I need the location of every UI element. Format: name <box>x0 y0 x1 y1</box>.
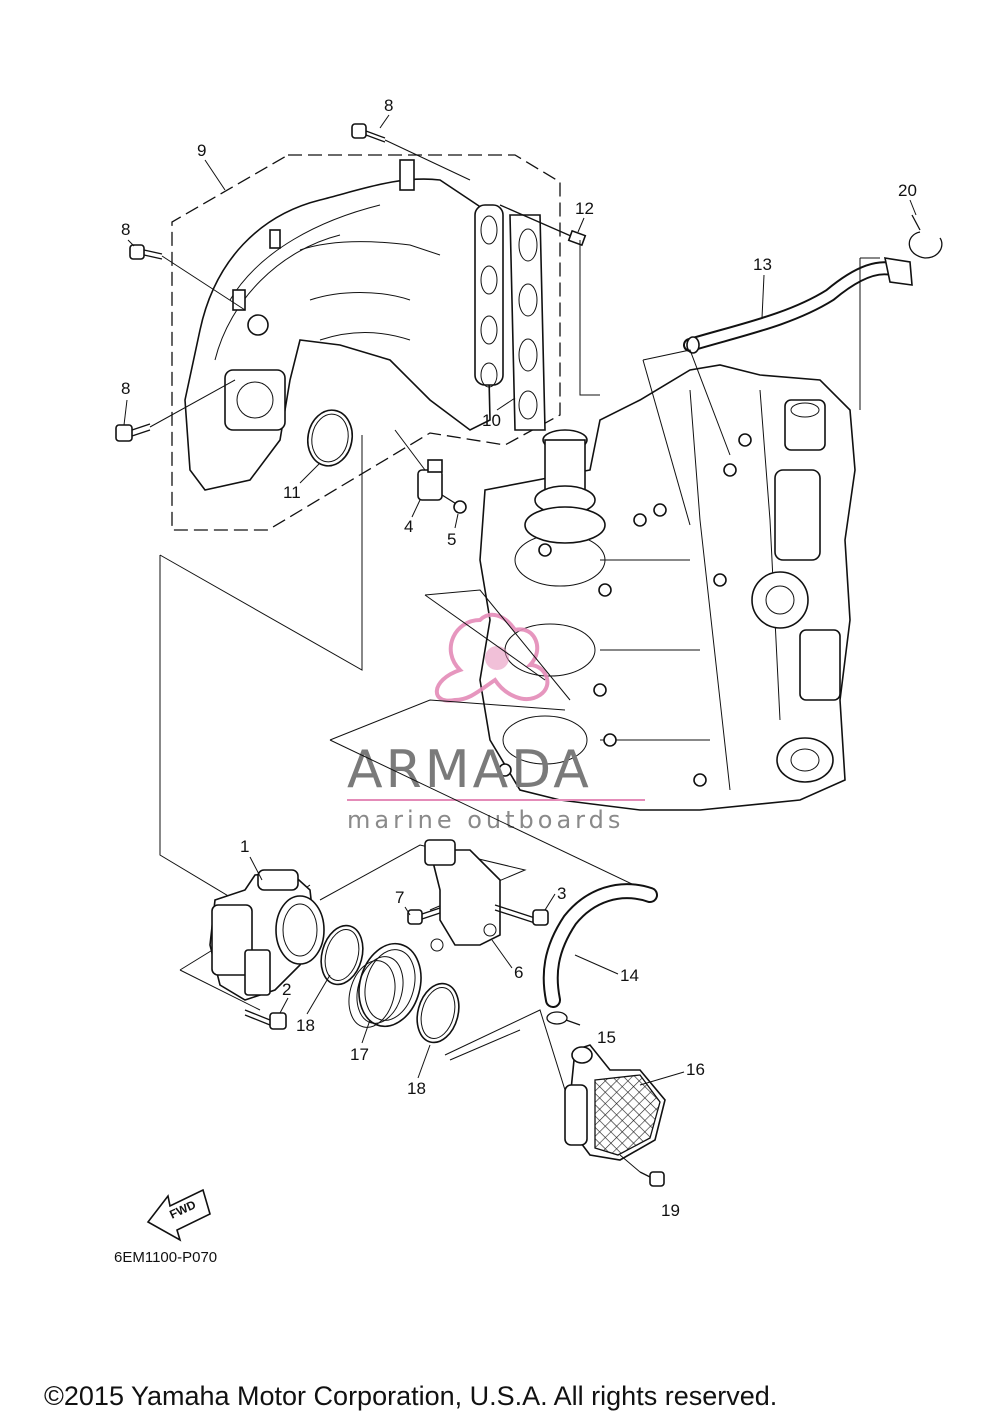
o-ring-18-right <box>416 982 460 1044</box>
bracket-6 <box>424 839 501 952</box>
callout-1: 1 <box>240 837 249 856</box>
callout-8: 8 <box>384 96 393 115</box>
bolt-19 <box>619 1154 665 1187</box>
o-ring-11 <box>306 409 354 467</box>
watermark: ARMADA marine outboards <box>347 612 645 834</box>
callout-labels: 8 9 8 12 20 13 8 10 11 4 5 1 3 7 6 14 2 … <box>121 96 917 1220</box>
callout-17: 17 <box>350 1045 369 1064</box>
callout-19: 19 <box>661 1201 680 1220</box>
silencer-16 <box>564 1044 666 1161</box>
rubber-joint-17 <box>348 942 422 1028</box>
callout-11: 11 <box>283 483 301 502</box>
bolt-2 <box>244 1009 287 1030</box>
manifold-gasket <box>509 214 546 431</box>
callout-12: 12 <box>575 199 594 218</box>
bolt-8-top <box>351 123 471 181</box>
callout-9: 9 <box>197 141 206 160</box>
callout-2: 2 <box>282 980 291 999</box>
bolt-7 <box>407 907 441 925</box>
callout-16: 16 <box>686 1060 705 1079</box>
leader-lines <box>159 240 731 1091</box>
intake-manifold <box>184 159 504 491</box>
hose-13 <box>683 257 913 354</box>
callout-3: 3 <box>557 884 566 903</box>
callout-leaders <box>123 114 917 1086</box>
bolt-3 <box>494 904 549 926</box>
clamp-15 <box>546 1011 581 1026</box>
callout-6: 6 <box>514 963 523 982</box>
callout-13: 13 <box>753 255 772 274</box>
callout-7: 7 <box>395 888 404 907</box>
callout-5: 5 <box>447 530 456 549</box>
clip-20 <box>908 214 943 259</box>
callout-10: 10 <box>482 411 501 430</box>
throttle-body <box>209 869 325 1001</box>
watermark-tagline: marine outboards <box>347 806 624 834</box>
callout-20: 20 <box>898 181 917 200</box>
screw-5 <box>441 494 467 514</box>
engine-block <box>479 364 856 811</box>
callout-14: 14 <box>620 966 639 985</box>
fwd-arrow-icon: FWD <box>146 1188 211 1242</box>
bolt-8-left <box>129 244 246 311</box>
callout-18: 18 <box>296 1016 315 1035</box>
copyright-notice: ©2015 Yamaha Motor Corporation, U.S.A. A… <box>44 1381 777 1411</box>
hose-14 <box>542 883 658 1008</box>
callout-8: 8 <box>121 220 130 239</box>
callout-18: 18 <box>407 1079 426 1098</box>
dowel-pin <box>499 204 587 247</box>
watermark-logo-mark <box>434 612 550 703</box>
callout-4: 4 <box>404 517 413 536</box>
callout-15: 15 <box>597 1028 616 1047</box>
watermark-brand: ARMADA <box>347 740 592 800</box>
pressure-sensor <box>394 429 443 501</box>
callout-8: 8 <box>121 379 130 398</box>
intake-assembly-dashed-box <box>171 154 561 531</box>
o-ring-18-left <box>320 924 364 986</box>
diagram-code: 6EM1100-P070 <box>114 1249 217 1266</box>
